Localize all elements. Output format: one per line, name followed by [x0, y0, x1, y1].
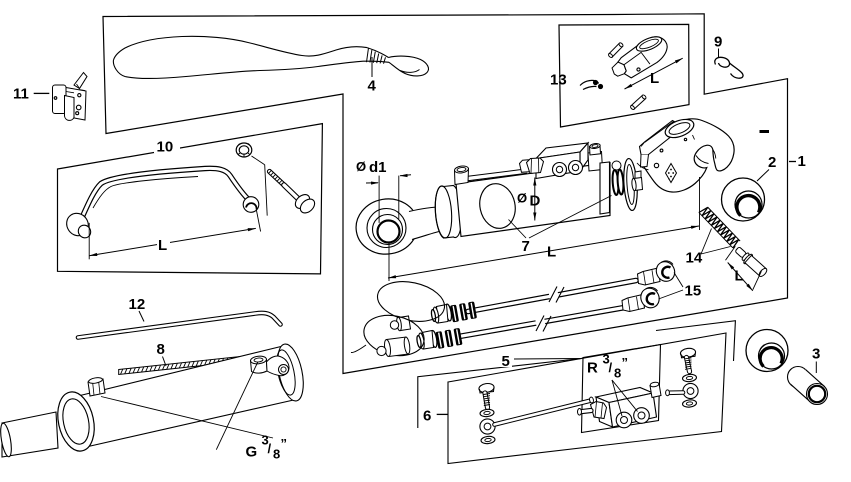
- svg-text:1: 1: [798, 153, 806, 170]
- svg-text:/: /: [609, 360, 613, 375]
- svg-text:D: D: [530, 193, 541, 210]
- svg-text:13: 13: [550, 72, 567, 89]
- svg-text:/: /: [268, 441, 272, 456]
- svg-text:Ø: Ø: [517, 191, 527, 206]
- svg-text:d1: d1: [369, 159, 387, 176]
- svg-text:6: 6: [423, 408, 431, 425]
- svg-text:G: G: [246, 444, 258, 461]
- svg-text:8: 8: [157, 341, 165, 358]
- svg-text:5: 5: [502, 353, 510, 370]
- svg-text:3: 3: [262, 433, 269, 448]
- svg-text:8: 8: [614, 366, 621, 381]
- svg-text:3: 3: [603, 352, 610, 367]
- svg-text:15: 15: [685, 283, 702, 300]
- svg-text:2: 2: [768, 154, 776, 171]
- svg-text:7: 7: [522, 238, 530, 255]
- svg-text:4: 4: [368, 78, 377, 95]
- svg-text:L: L: [650, 70, 659, 87]
- svg-text:10: 10: [157, 139, 174, 156]
- svg-text:14: 14: [686, 250, 703, 267]
- svg-text:12: 12: [129, 296, 146, 313]
- svg-text:9: 9: [714, 34, 722, 51]
- svg-text:L: L: [735, 268, 744, 285]
- svg-text:L: L: [158, 237, 167, 254]
- svg-text:R: R: [587, 360, 598, 377]
- svg-text:11: 11: [13, 86, 29, 103]
- svg-text:3: 3: [812, 346, 820, 363]
- svg-text:Ø: Ø: [356, 159, 366, 174]
- svg-text:”: ”: [281, 436, 288, 451]
- svg-text:L: L: [547, 244, 556, 261]
- svg-text:”: ”: [622, 355, 629, 370]
- svg-text:8: 8: [273, 447, 280, 462]
